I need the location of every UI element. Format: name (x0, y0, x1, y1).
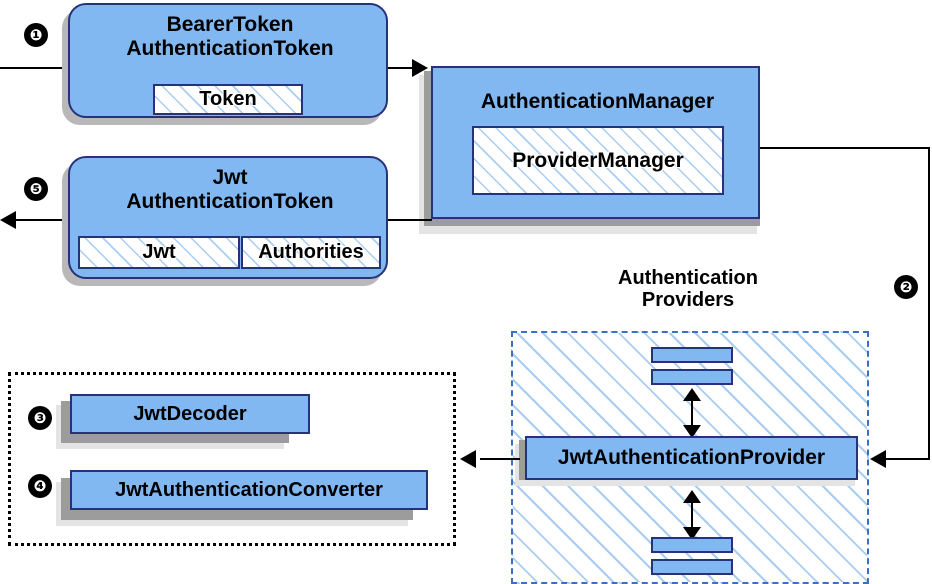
authentication-manager-card[interactable]: AuthenticationManager ProviderManager (431, 66, 760, 219)
connector-provider-top-v (691, 392, 693, 430)
provider-manager-label: ProviderManager (512, 148, 684, 172)
connector-into-provider-h (886, 458, 930, 460)
connector-manager-to-jwt-token (388, 219, 432, 221)
authentication-manager-inner-provider-manager[interactable]: ProviderManager (472, 126, 724, 195)
connector-response-out (16, 219, 72, 221)
connector-provider-to-tools (480, 458, 520, 460)
step-marker-5: ❺ (24, 177, 48, 201)
jwt-tools-group (8, 372, 456, 546)
provider-stack-bar-bottom-2 (651, 559, 733, 575)
arrow-provider-to-tools (460, 450, 476, 468)
connector-manager-out-v (928, 147, 930, 459)
arrow-provider-top-down (683, 425, 701, 438)
step-marker-1: ❶ (24, 23, 48, 47)
provider-stack-bar-top-1 (651, 347, 733, 363)
jwt-token-title: Jwt AuthenticationToken (126, 166, 334, 213)
step-marker-2: ❷ (894, 275, 918, 299)
jwt-authentication-provider-card[interactable]: JwtAuthenticationProvider (525, 436, 858, 480)
bearer-token-card[interactable]: BearerToken AuthenticationToken Token (68, 3, 388, 118)
arrow-response-out (0, 211, 16, 229)
connector-manager-out-h (760, 147, 930, 149)
jwt-decoder-card[interactable]: JwtDecoder (70, 394, 310, 434)
jwt-authentication-provider-label: JwtAuthenticationProvider (557, 446, 826, 469)
bearer-token-inner-label: Token (199, 88, 257, 110)
jwt-token-inner-jwt[interactable]: Jwt (78, 236, 240, 269)
provider-stack-bar-bottom-1 (651, 537, 733, 553)
authentication-manager-title: AuthenticationManager (480, 90, 715, 113)
step-marker-3: ❸ (28, 406, 52, 430)
arrow-provider-top-up (683, 388, 701, 401)
arrow-provider-bottom-down (683, 527, 701, 540)
provider-stack-bar-top-2 (651, 369, 733, 385)
jwt-token-inner-jwt-label: Jwt (142, 241, 176, 263)
jwt-token-inner-authorities-label: Authorities (258, 241, 364, 263)
connector-request-in (0, 67, 72, 69)
connector-token-to-manager (388, 67, 416, 69)
authentication-providers-label: Authentication Providers (618, 267, 758, 312)
arrow-into-provider (870, 450, 886, 468)
jwt-authentication-converter-label: JwtAuthenticationConverter (115, 478, 383, 501)
jwt-decoder-label: JwtDecoder (133, 402, 247, 425)
jwt-authentication-converter-card[interactable]: JwtAuthenticationConverter (70, 470, 428, 510)
arrow-provider-bottom-up (683, 490, 701, 503)
jwt-token-card[interactable]: Jwt AuthenticationToken Jwt Authorities (68, 156, 388, 279)
step-marker-4: ❹ (28, 474, 52, 498)
jwt-token-inner-authorities[interactable]: Authorities (241, 236, 381, 269)
bearer-token-inner-token[interactable]: Token (153, 84, 303, 115)
bearer-token-title: BearerToken AuthenticationToken (126, 13, 334, 60)
connector-provider-bottom-v (691, 494, 693, 532)
